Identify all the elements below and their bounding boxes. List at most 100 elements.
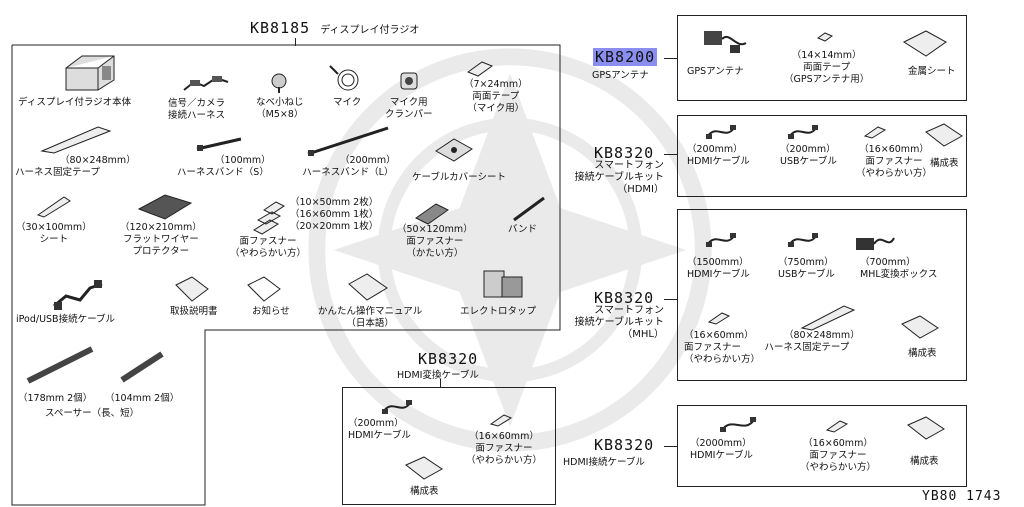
hdmi-conv-name: HDMI変換ケーブル [397,370,479,381]
gps-code: KB8200 [593,48,658,66]
hdmi-conn-sheet-label: 構成表 [910,456,939,467]
harness-tape-label: （80×248mm）ハーネス固定テープ [15,155,136,178]
sp-hdmi-fastener-icon [863,126,887,139]
harness-band-l-label: （200mm）ハーネスバンド（L） [302,155,396,178]
sp-mhl-name: スマートフォン接続ケーブルキット（MHL） [574,305,664,340]
sp-hdmi-usb-label: （200mm）USBケーブル [780,144,837,167]
hdmi-conv-cable-icon [382,400,412,414]
sp-hdmi-sheet-icon [925,123,963,147]
flat-wire-protector-label: （120×210mm）フラットワイヤープロテクター [120,222,202,257]
sp-hdmi-box [677,115,967,197]
signal-harness-label: 信号／カメラ接続ハーネス [168,98,226,121]
microphone-icon [329,65,359,91]
screw-label: なべ小ねじ（M5×8） [256,97,304,120]
hdmi-conn-cable-icon [720,417,756,432]
sp-hdmi-cable-label: （200mm）HDMIケーブル [687,144,750,167]
quick-manual-label: かんたん操作マニュアル（日本語） [318,306,423,329]
double-tape-mic-icon [466,61,494,77]
harness-tape-icon [40,126,112,154]
manual-label: 取扱説明書 [170,306,218,317]
hdmi-conn-sheet-icon [907,416,945,440]
hdmi-conn-fastener-label: （16×60mm）面ファスナー（やわらかい方） [800,438,877,473]
soft-fastener-sizes: （10×50mm 2枚）（16×60mm 1枚）（20×20mm 1枚） [290,197,379,232]
notice-label: お知らせ [252,306,290,317]
hdmi-conn-box [677,405,967,487]
sp-hdmi-usb-icon [788,125,818,139]
sp-mhl-usb-icon [788,233,818,247]
metal-sheet-icon [902,30,947,57]
hdmi-conn-fastener-icon [825,420,849,433]
hdmi-conv-cable-label: （200mm）HDMIケーブル [348,418,411,441]
microphone-label: マイク [333,97,362,108]
sp-mhl-hdmi-icon [706,233,736,247]
notice-icon [247,276,281,302]
sp-mhl-tape-label: （80×248mm）ハーネス固定テープ [764,330,860,353]
hdmi-conv-sheet-icon [405,456,443,480]
signal-harness-icon [183,76,229,91]
ipod-usb-cable-label: iPod/USB接続ケーブル [16,314,116,325]
hdmi-conn-cable-label: （2000mm）HDMIケーブル [690,438,753,461]
reference-number: YB80 1743 [922,489,1002,504]
gps-name: GPSアンテナ [592,70,649,81]
spacer-short-label: （104mm 2個） [105,393,180,404]
hdmi-conv-box [342,387,556,505]
hdmi-conn-name: HDMI接続ケーブル [563,457,645,468]
cable-cover-icon [435,138,473,162]
double-tape-mic-label: （7×24mm）両面テープ（マイク用） [464,79,528,114]
soft-fastener-icon [252,201,285,235]
hdmi-conv-code: KB8320 [418,350,479,368]
harness-band-s-label: （100mm）ハーネスバンド（S） [176,155,271,178]
sp-mhl-sheet-label: 構成表 [908,348,937,359]
sp-hdmi-fastener-label: （16×60mm）面ファスナー（やわらかい方） [856,144,933,179]
gps-tape-icon [816,32,834,42]
flat-wire-protector-icon [137,194,193,220]
sp-mhl-fastener-icon [707,312,731,325]
mhl-box-icon [856,237,895,250]
sheet-label: （30×100mm）シート [16,222,92,245]
hdmi-conv-fastener-icon [489,414,513,427]
electro-tap-icon [483,270,523,298]
sp-mhl-usb-label: （750mm）USBケーブル [778,257,835,280]
screw-icon [271,73,287,93]
sp-hdmi-cable-icon [706,125,736,139]
display-radio-icon [65,55,115,91]
display-radio-label: ディスプレイ付ラジオ本体 [18,97,132,108]
quick-manual-icon [348,273,388,301]
hard-fastener-label: （50×120mm）面ファスナー（かたい方） [397,224,473,259]
band-label: バンド [508,224,537,235]
spacer-long-label: （178mm 2個） [18,393,93,404]
electro-tap-label: エレクトロタップ [460,306,537,317]
band-icon [513,196,545,222]
spacer-label: スペーサー（長、短） [45,408,140,419]
gps-antenna-icon [704,31,747,53]
sp-mhl-box [677,209,967,381]
spacer-long-icon [26,346,94,384]
metal-sheet-label: 金属シート [908,66,956,77]
spacer-short-icon [120,351,164,383]
mic-clamper-icon [400,72,418,90]
harness-band-l-icon [307,126,389,156]
sheet-icon [36,196,71,218]
hdmi-conn-code: KB8320 [594,436,655,454]
gps-antenna-label: GPSアンテナ [687,66,744,77]
sp-mhl-fastener-label: （16×60mm）面ファスナー（やわらかい方） [684,330,761,365]
sp-mhl-tape-icon [800,305,856,331]
watermark-crest [308,48,712,452]
sp-mhl-code: KB8320 [594,289,655,307]
main-kit-title: KB8185 ディスプレイ付ラジオ [250,19,420,37]
mhl-box-label: （700mm）MHL変換ボックス [860,257,938,280]
harness-band-s-icon [196,137,242,151]
hard-fastener-icon [415,203,449,225]
soft-fastener-label: 面ファスナー（やわらかい方） [230,236,307,259]
sp-hdmi-name: スマートフォン接続ケーブルキット（HDMI） [574,160,664,195]
mic-clamper-label: マイク用クランパー [385,97,433,120]
gps-tape-label: （14×14mm）両面テープ（GPSアンテナ用） [784,50,870,85]
hdmi-conv-sheet-label: 構成表 [410,486,439,497]
hdmi-conv-fastener-label: （16×60mm）面ファスナー（やわらかい方） [466,431,543,466]
sp-hdmi-sheet-label: 構成表 [930,158,959,169]
ipod-usb-cable-icon [53,280,103,310]
sp-hdmi-code: KB8320 [594,144,655,162]
sp-mhl-hdmi-label: （1500mm）HDMIケーブル [687,257,750,280]
gps-box [677,15,967,101]
